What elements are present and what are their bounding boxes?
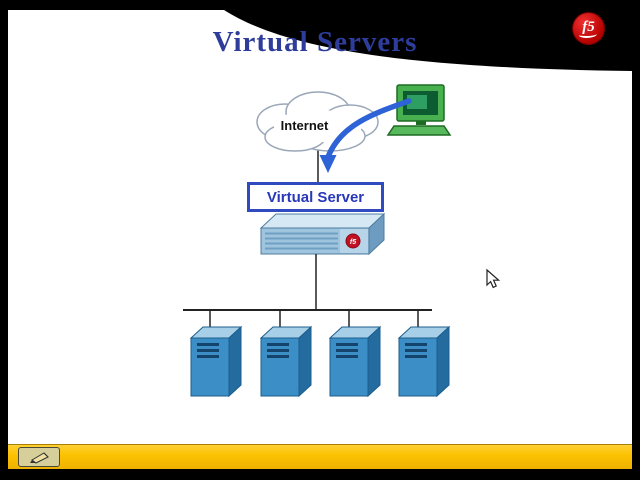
f5-logo: f5 xyxy=(573,13,604,44)
appliance-logo-text: f5 xyxy=(350,239,356,246)
pen-tool-button[interactable] xyxy=(18,447,60,467)
appliance-logo-badge xyxy=(345,233,361,249)
server-tower-2 xyxy=(259,325,313,398)
slide-title: Virtual Servers xyxy=(212,26,418,58)
bigip-appliance: f5 xyxy=(259,212,386,256)
virtual-server-box: Virtual Server xyxy=(247,182,384,212)
server-tower-4 xyxy=(397,325,451,398)
workstation-icon xyxy=(386,84,452,136)
pencil-icon xyxy=(30,452,49,464)
virtual-server-label: Virtual Server xyxy=(266,188,365,206)
f5-logo-swoosh-icon xyxy=(579,31,597,38)
flow-arrow xyxy=(319,98,412,173)
footer-bar xyxy=(8,444,632,469)
header-curve-shape xyxy=(224,10,632,71)
internet-label: Internet xyxy=(280,118,329,133)
server-tower-1 xyxy=(189,325,243,398)
server-tower-3 xyxy=(328,325,382,398)
mouse-cursor xyxy=(486,268,501,289)
